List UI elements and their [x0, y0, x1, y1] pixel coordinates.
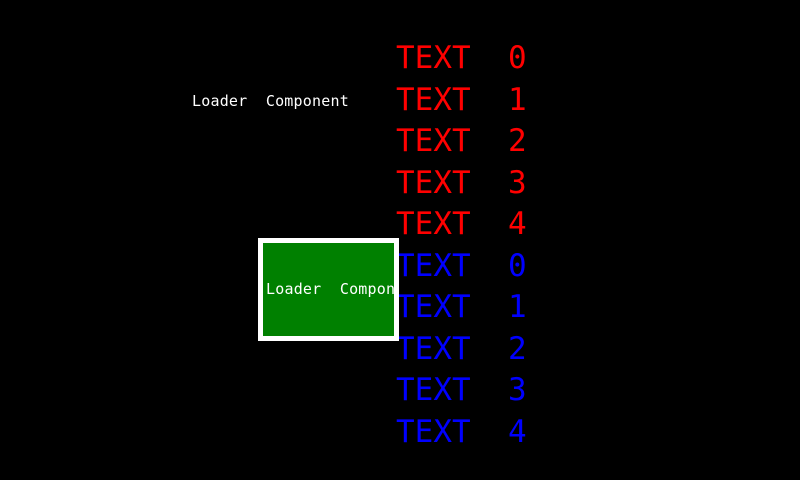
- text-list-item: TEXT 1: [396, 81, 527, 118]
- text-list: TEXT 0 TEXT 1 TEXT 2 TEXT 3 TEXT 4 TEXT …: [396, 38, 596, 453]
- loader-component-box-label: Loader Component: [266, 280, 396, 298]
- loader-component-box: Loader Component: [258, 238, 399, 341]
- loader-component-label-top: Loader Component: [192, 92, 349, 110]
- text-list-item: TEXT 4: [396, 413, 527, 450]
- text-list-item: TEXT 3: [396, 164, 527, 201]
- text-list-item: TEXT 1: [396, 289, 527, 325]
- text-list-item: TEXT 4: [396, 206, 527, 242]
- text-list-item: TEXT 2: [396, 330, 527, 367]
- text-list-item: TEXT 2: [396, 123, 527, 159]
- text-list-item: TEXT 0: [396, 247, 527, 284]
- text-list-item: TEXT 3: [396, 372, 527, 408]
- text-list-item: TEXT 0: [396, 40, 527, 76]
